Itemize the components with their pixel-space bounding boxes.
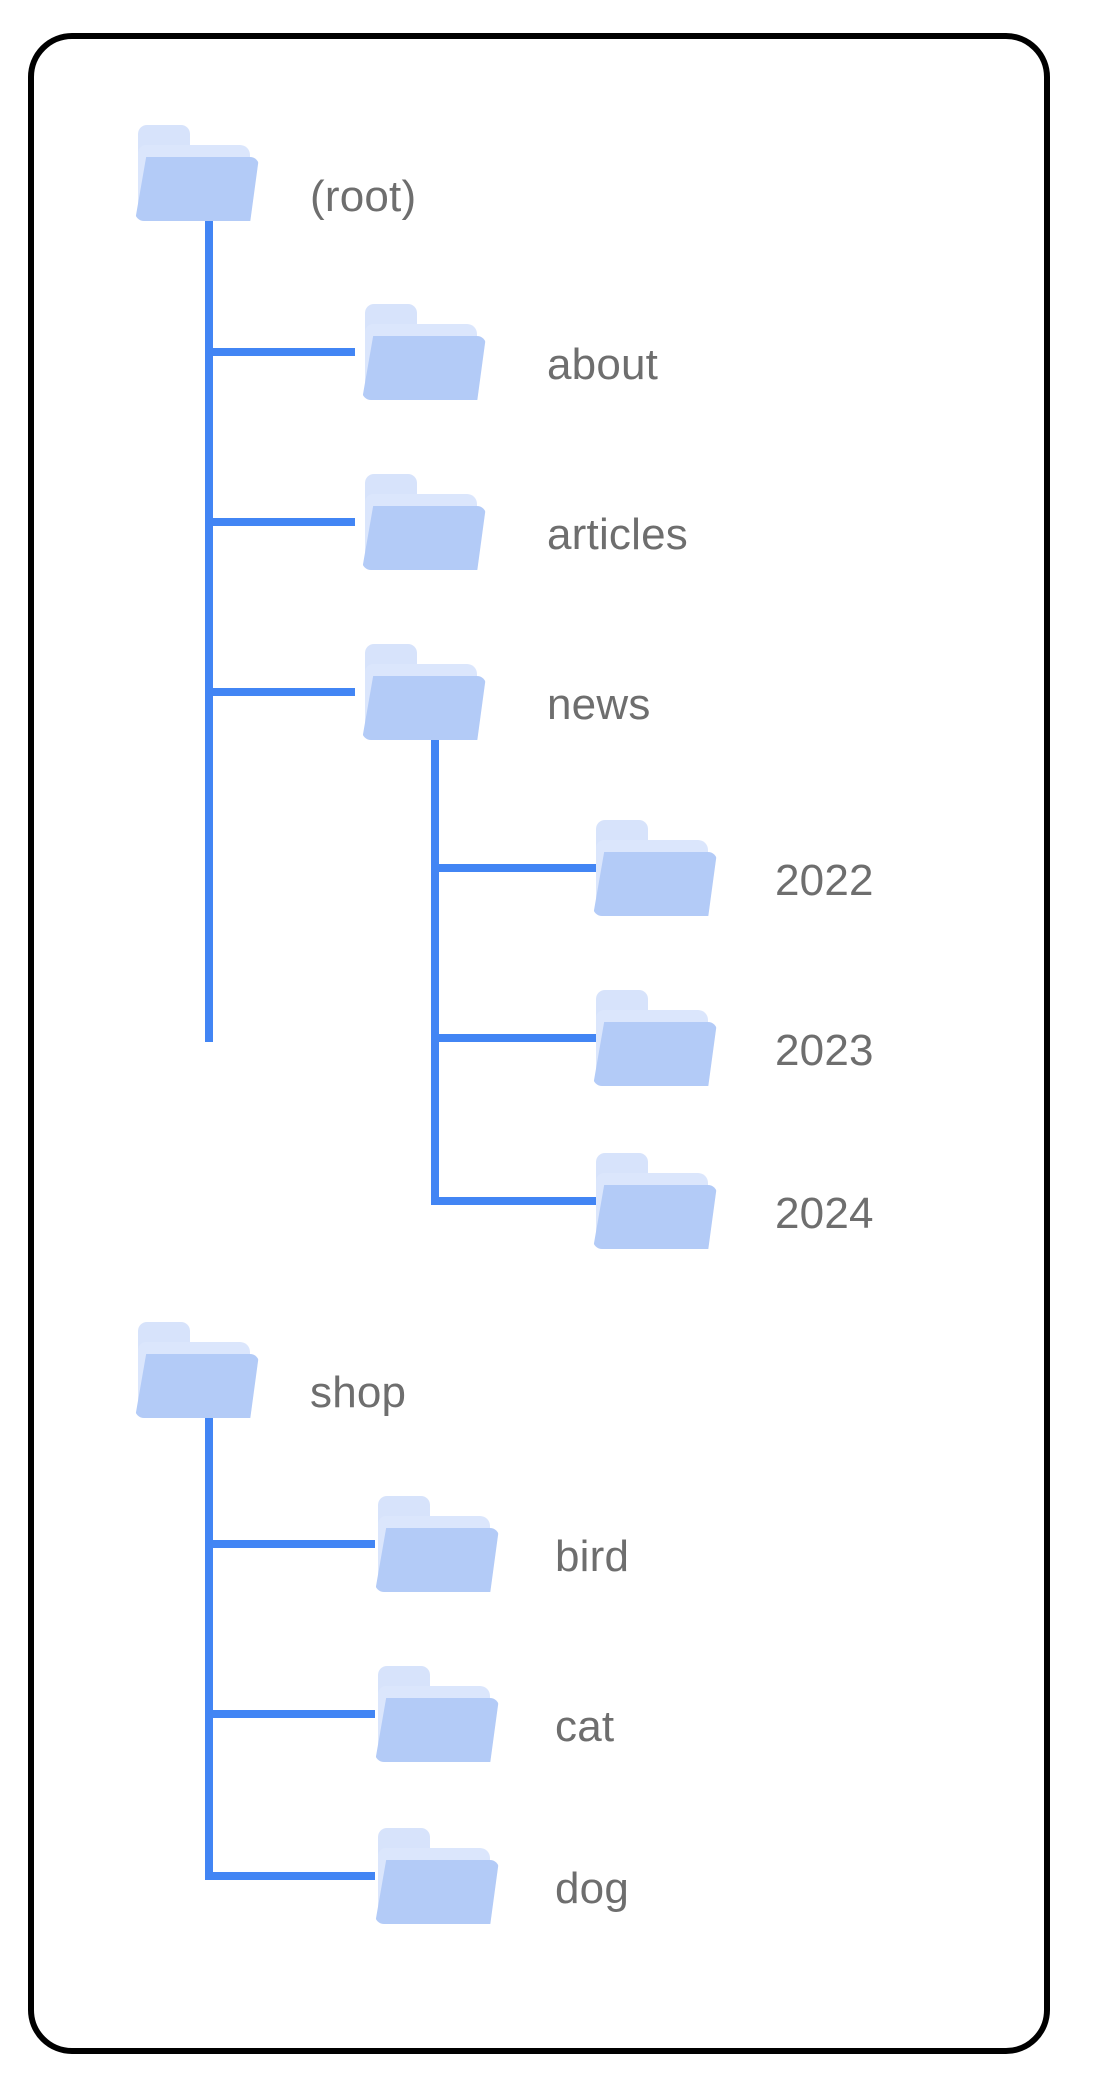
tree-node-label: (root) <box>310 172 417 221</box>
folder-front-shape <box>362 506 486 570</box>
folder-front-shape <box>362 676 486 740</box>
folder-front-shape <box>135 157 259 221</box>
folder-icon <box>593 990 717 1086</box>
folder-icon <box>135 1322 259 1418</box>
edge-root-news <box>205 688 355 696</box>
folder-icon <box>593 1153 717 1249</box>
folder-icon <box>375 1828 499 1924</box>
diagram-panel <box>28 33 1050 2054</box>
folder-front-shape <box>593 1022 717 1086</box>
tree-node-label: 2024 <box>775 1189 874 1238</box>
folder-front-shape <box>375 1528 499 1592</box>
tree-node-label: articles <box>547 510 688 559</box>
folder-front-shape <box>362 336 486 400</box>
folder-icon <box>362 644 486 740</box>
edge-news-2024 <box>431 1197 596 1205</box>
edge-shop-dog <box>205 1872 375 1880</box>
folder-front-shape <box>375 1698 499 1762</box>
edge-trunk-news <box>431 740 439 1205</box>
edge-root-articles <box>205 518 355 526</box>
folder-icon <box>375 1666 499 1762</box>
edge-shop-cat <box>205 1710 375 1718</box>
folder-icon <box>135 125 259 221</box>
tree-node-label: news <box>547 680 651 729</box>
folder-front-shape <box>593 1185 717 1249</box>
tree-node-label: bird <box>555 1532 630 1581</box>
edge-trunk-shop <box>205 1380 213 1880</box>
folder-front-shape <box>375 1860 499 1924</box>
edge-root-about <box>205 348 355 356</box>
tree-node-label: shop <box>310 1368 407 1417</box>
edge-news-2023 <box>431 1034 596 1042</box>
folder-icon <box>375 1496 499 1592</box>
folder-icon <box>362 474 486 570</box>
folder-icon <box>362 304 486 400</box>
folder-icon <box>593 820 717 916</box>
edge-shop-bird <box>205 1540 375 1548</box>
folder-front-shape <box>593 852 717 916</box>
folder-front-shape <box>135 1354 259 1418</box>
edge-trunk-root <box>205 172 213 1042</box>
edge-news-2022 <box>431 864 596 872</box>
tree-node-label: cat <box>555 1702 615 1751</box>
tree-node-label: 2023 <box>775 1026 874 1075</box>
tree-node-label: about <box>547 340 659 389</box>
tree-node-label: dog <box>555 1864 630 1913</box>
tree-node-label: 2022 <box>775 856 874 905</box>
